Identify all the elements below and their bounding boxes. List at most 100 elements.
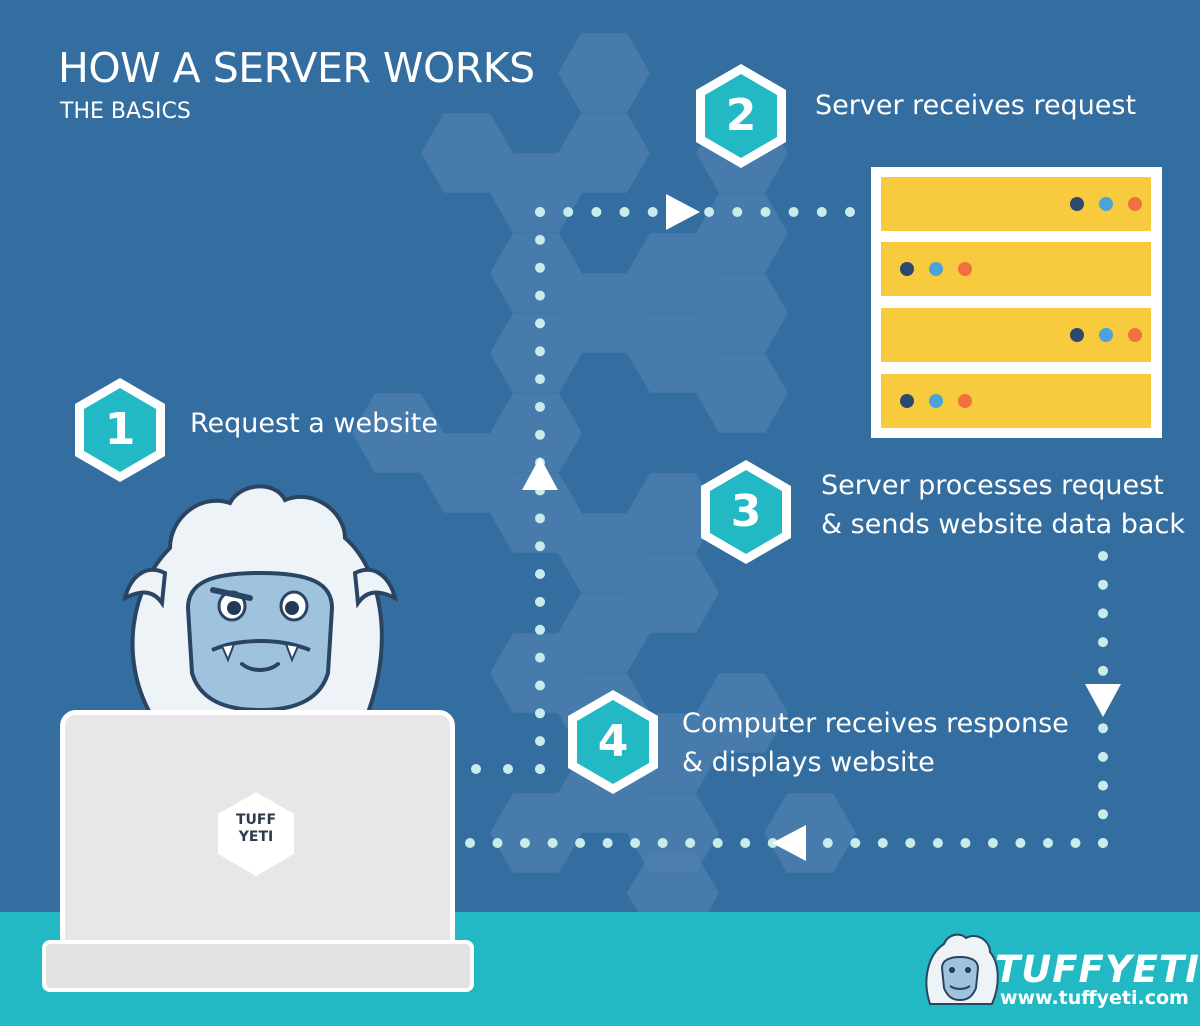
connector-dot [712,838,723,848]
background-hexagon [558,113,650,193]
status-light-icon [958,262,972,276]
step-4-label: Computer receives response & displays we… [682,704,1069,782]
status-light-icon [1099,197,1113,211]
step-3-label-line-2: & sends website data back [821,509,1185,540]
connector-dot [535,262,545,273]
connector-dot [1098,780,1108,791]
background-hexagon [421,113,513,193]
connector-dot [535,764,545,774]
connector-dot [535,541,545,552]
connector-dot [535,736,545,747]
connector-dot [535,429,545,440]
arrow-right-icon [666,194,700,230]
status-light-icon [1099,328,1113,342]
background-hexagon [558,33,650,113]
background-hexagon [764,793,856,873]
connector-dot [535,513,545,524]
connector-dot [535,652,545,663]
connector-dot [503,764,513,774]
connector-dot [657,838,668,848]
background-hexagon [421,433,513,513]
connector-dot [845,207,855,217]
step-2-label: Server receives request [815,86,1136,125]
connector-dot [1098,608,1108,619]
connector-dot [932,838,943,848]
background-hexagon [352,393,444,473]
server-unit [881,242,1151,296]
background-hexagon [558,593,650,673]
arrow-down-icon [1085,684,1121,717]
background-hexagon [696,273,788,353]
laptop-logo: TUFF YETI [216,790,296,878]
connector-dot [987,838,998,848]
connector-dot [960,838,971,848]
step-3-badge: 3 [698,458,794,566]
connector-dot [535,624,545,635]
connector-dot [647,207,658,217]
step-4-number: 4 [597,716,629,767]
background-hexagon [627,793,719,873]
connector-dot [1098,809,1108,820]
background-hexagon [558,513,650,593]
connector-dot [788,207,799,217]
connector-dot [877,838,888,848]
connector-dot [535,374,545,385]
connector-dot [535,318,545,329]
hexagon-icon [568,690,658,794]
step-2-badge: 2 [693,62,789,170]
connector-dot [905,838,916,848]
background-hexagon [627,313,719,393]
step-3-number: 3 [730,486,762,537]
website-url[interactable]: www.tuffyeti.com [1000,987,1189,1009]
status-light-icon [1070,197,1084,211]
status-light-icon [900,262,914,276]
connector-dot [535,680,545,691]
hexagon-icon [701,460,791,564]
status-light-icon [929,394,943,408]
connector-dot [535,569,545,579]
hexagon-icon [696,64,786,168]
connector-dot [1098,637,1108,648]
connector-dot [1098,551,1108,561]
connector-dot [1098,751,1108,762]
background-hexagon [696,353,788,433]
connector-dot [520,838,530,848]
step-3-label-line-1: Server processes request [821,470,1164,501]
connector-dot [535,234,545,245]
status-light-icon [1070,328,1084,342]
background-hexagon [490,153,582,233]
step-3-label: Server processes request & sends website… [821,466,1185,544]
connector-dot [535,207,545,217]
step-2-label-line: Server receives request [815,90,1137,121]
connector-dot [591,207,602,217]
laptop-logo-line-1: TUFF [235,812,277,828]
connector-dot [760,207,771,217]
connector-dot [619,207,630,217]
server-unit [881,374,1151,428]
connector-dot [1098,579,1108,590]
server-unit [881,177,1151,231]
connector-dot [685,838,696,848]
connector-dot [471,764,481,774]
connector-dot [602,838,613,848]
connector-dot [535,401,545,412]
server-rack-icon [871,167,1162,438]
yeti-logo-icon [925,933,999,1005]
connector-dot [535,290,545,301]
connector-dot [535,596,545,607]
step-4-label-line-2: & displays website [682,747,935,778]
connector-dot [1098,665,1108,676]
connector-dot [1098,838,1108,848]
status-light-icon [958,394,972,408]
step-1-number: 1 [104,404,136,455]
step-1-label-line: Request a website [190,408,438,439]
connector-dot [740,838,751,848]
connector-dot [850,838,861,848]
connector-dot [1043,838,1053,848]
status-light-icon [900,394,914,408]
connector-dot [535,346,545,357]
arrow-up-icon [522,457,558,490]
connector-dot [822,838,833,848]
background-hexagon [490,793,582,873]
background-hexagon [490,633,582,713]
